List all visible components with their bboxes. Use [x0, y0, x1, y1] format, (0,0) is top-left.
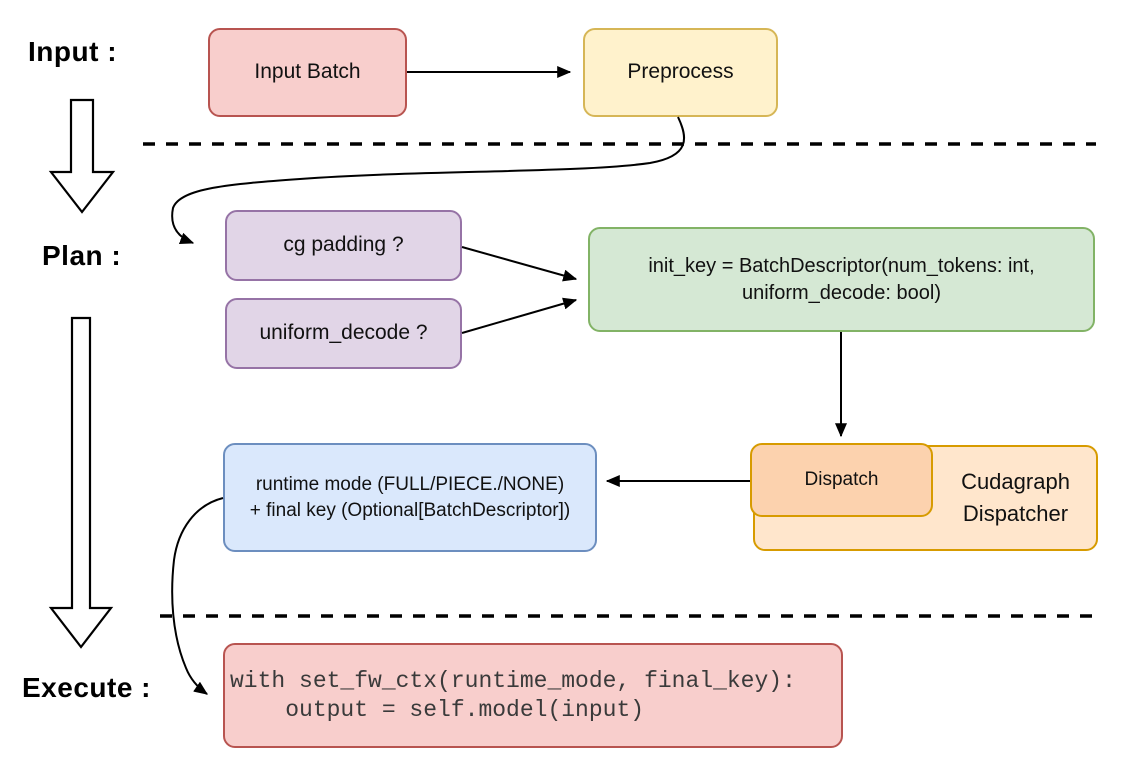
node-runtime-mode-line1: runtime mode (FULL/PIECE./NONE): [255, 473, 565, 495]
node-init-key-line2: uniform_decode: bool): [741, 281, 941, 304]
stage-label-execute: Execute :: [22, 672, 151, 703]
stage-arrow-plan-to-execute: [48, 316, 114, 649]
stage-label-plan: Plan :: [42, 240, 122, 271]
node-cudagraph-dispatcher-line1: Cudagraph: [961, 469, 1070, 495]
node-runtime-mode-line2: + final key (Optional[BatchDescriptor]): [249, 499, 571, 521]
node-runtime-mode: runtime mode (FULL/PIECE./NONE) + final …: [223, 443, 597, 552]
node-dispatch: Dispatch: [750, 443, 933, 517]
node-input-batch: Input Batch: [208, 28, 407, 117]
node-input-batch-label: Input Batch: [254, 60, 361, 84]
arrow-uniform-decode-to-init-key: [461, 297, 578, 334]
arrow-runtime-mode-to-execute-code: [171, 497, 224, 695]
node-uniform-decode-label: uniform_decode ?: [259, 321, 428, 345]
node-execute-code-line1: with set_fw_ctx(runtime_mode, final_key)…: [230, 667, 796, 694]
node-dispatch-label: Dispatch: [804, 469, 879, 491]
node-preprocess: Preprocess: [583, 28, 778, 117]
node-preprocess-label: Preprocess: [627, 60, 734, 84]
node-cudagraph-dispatcher-line2: Dispatcher: [962, 501, 1069, 526]
node-execute-code: with set_fw_ctx(runtime_mode, final_key)…: [223, 643, 843, 748]
node-uniform-decode: uniform_decode ?: [225, 298, 462, 369]
stage-arrow-input-to-plan: [48, 98, 116, 214]
node-init-key-line1: init_key = BatchDescriptor(num_tokens: i…: [648, 254, 1035, 277]
arrow-cg-padding-to-init-key: [461, 246, 578, 282]
node-init-key: init_key = BatchDescriptor(num_tokens: i…: [588, 227, 1095, 332]
node-cg-padding: cg padding ?: [225, 210, 462, 281]
node-execute-code-line2: output = self.model(input): [230, 696, 645, 723]
stage-label-input: Input :: [28, 36, 118, 67]
node-cudagraph-dispatcher-label: Cudagraph Dispatcher: [933, 445, 1098, 551]
node-cg-padding-label: cg padding ?: [283, 233, 404, 257]
